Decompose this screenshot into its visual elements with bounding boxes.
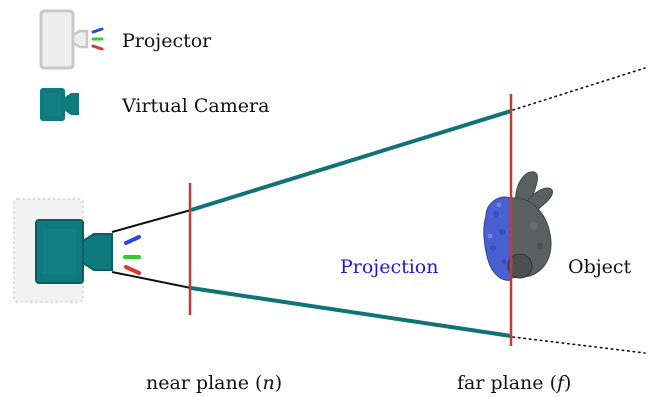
projector-icon (39, 9, 104, 70)
far-plane-text: far plane ( (457, 372, 557, 394)
near-frustum-top-edge (111, 209, 192, 233)
near-plane-text: near plane ( (146, 372, 262, 394)
far-plane-symbol: f (555, 372, 567, 394)
frustum (111, 67, 646, 354)
object-bunny (483, 171, 553, 281)
frustum-bottom-extension (512, 336, 646, 354)
object-label: Object (568, 256, 632, 278)
projector-light-icon (123, 235, 141, 275)
camera-label: Virtual Camera (121, 95, 269, 117)
near-plane-label: near plane (n) (146, 372, 282, 394)
camera-icon (40, 88, 79, 121)
frustum-top-edge (190, 109, 512, 212)
near-plane-close: ) (275, 372, 282, 394)
near-frustum-bottom-edge (111, 271, 192, 289)
legend-camera: Virtual Camera (40, 88, 269, 121)
frustum-bottom-edge (190, 286, 512, 338)
near-plane-symbol: n (262, 372, 274, 394)
camera-overlay (35, 219, 113, 284)
projector-device (13, 198, 141, 303)
frustum-top-extension (512, 67, 646, 111)
legend-projector: Projector (39, 9, 212, 70)
far-plane-close: ) (564, 372, 571, 394)
projector-label: Projector (122, 30, 212, 52)
projection-label: Projection (340, 256, 438, 278)
far-plane-label: far plane (f) (457, 372, 571, 394)
